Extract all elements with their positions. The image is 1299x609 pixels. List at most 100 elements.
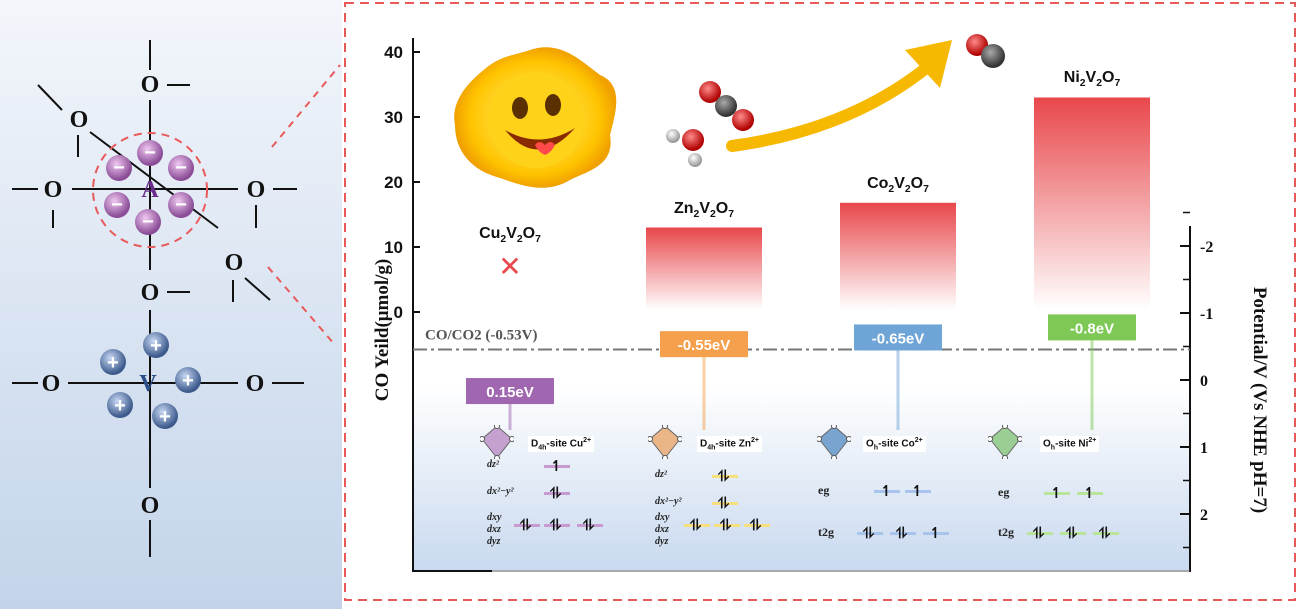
- electron-arrows: ↿: [880, 482, 893, 500]
- band-edge-box: [660, 331, 748, 358]
- negative-charge-ball: [104, 192, 130, 218]
- electron-arrows: ⥮: [720, 516, 731, 534]
- positive-charge-ball: [143, 332, 169, 358]
- orbital-label: dx²−y²: [655, 496, 682, 507]
- y-tick-label: 20: [384, 173, 403, 192]
- electron-arrows: ⥮: [690, 516, 701, 534]
- co2-h2o-molecules: [666, 81, 754, 167]
- inactive-marker: ✕: [498, 251, 521, 282]
- energy-level: [744, 524, 770, 527]
- y2-tick-label: -1: [1200, 306, 1213, 323]
- y2-tick-label: 1: [1200, 440, 1208, 457]
- plus-sign: +: [182, 370, 194, 392]
- positive-charge-ball: [152, 403, 178, 429]
- octahedron-icon: [648, 425, 682, 459]
- electron-arrows: ↿: [1083, 484, 1096, 502]
- energy-level: [857, 532, 883, 535]
- octahedron-icon: [988, 425, 1022, 459]
- y-tick-label: 40: [384, 43, 403, 62]
- y-tick-label: 0: [394, 303, 403, 322]
- energy-level: [874, 490, 900, 493]
- minus-sign: −: [175, 157, 187, 179]
- electron-arrows: ⥮: [1033, 524, 1044, 542]
- oxygen-label: O: [246, 371, 265, 397]
- oxygen-label: O: [141, 493, 160, 519]
- electron-arrows: ↿: [1050, 484, 1063, 502]
- site-title: D4h-site Cu2+: [528, 436, 595, 453]
- site-title: Oh-site Ni2+: [1040, 436, 1100, 453]
- y2-tick-label: -2: [1200, 239, 1213, 256]
- band-edge-box: [1048, 314, 1136, 341]
- compound-label: Ni2V2O7: [1064, 69, 1121, 89]
- energy-level: [714, 524, 740, 527]
- negative-charge-ball: [168, 155, 194, 181]
- bar-Co2V2O7: [840, 202, 956, 310]
- reaction-arrow: [726, 59, 936, 152]
- electron-arrows: ⥮: [520, 516, 531, 534]
- sun-illustration: [454, 47, 617, 188]
- negative-charge-ball: [168, 192, 194, 218]
- oxygen-label: O: [42, 371, 61, 397]
- electron-arrows: ⥮: [550, 484, 561, 502]
- plus-sign: +: [150, 335, 162, 357]
- minus-sign: −: [113, 157, 125, 179]
- band-edge-label: -0.55eV: [678, 337, 731, 354]
- energy-level: [1044, 492, 1070, 495]
- electron-arrows: ⥮: [718, 494, 729, 512]
- a-site-highlight-circle: [92, 132, 208, 248]
- band-edge-label: -0.65eV: [872, 330, 925, 347]
- positive-charges: + + + + +: [100, 332, 201, 429]
- co-molecule: [966, 34, 1005, 68]
- oxygen-label: O: [225, 250, 244, 276]
- energy-level: [514, 524, 540, 527]
- orbital-background: [413, 385, 1190, 570]
- orbital-label: dx²−y²: [487, 486, 514, 497]
- orbital-label: eg: [818, 483, 830, 497]
- octahedron-icon: [480, 425, 514, 459]
- plus-sign: +: [114, 395, 126, 417]
- compound-label: Cu2V2O7: [479, 225, 541, 245]
- bar-Ni2V2O7: [1034, 97, 1150, 310]
- negative-charge-ball: [135, 209, 161, 235]
- reaction-arrowhead: [905, 40, 952, 88]
- octahedron-icon: [817, 425, 851, 459]
- site-title: Oh-site Co2+: [863, 436, 926, 453]
- y-tick-label: 30: [384, 108, 403, 127]
- positive-charge-ball: [107, 392, 133, 418]
- energy-level: [923, 532, 949, 535]
- plus-sign: +: [107, 352, 119, 374]
- zoom-connector-line: [267, 266, 336, 346]
- oxygen-label: O: [44, 177, 63, 203]
- electron-arrows: ⥮: [863, 524, 874, 542]
- electron-arrows: ↿: [929, 524, 942, 542]
- electron-arrows: ⥮: [718, 467, 729, 485]
- band-edge-box: [466, 378, 554, 405]
- positive-charge-ball: [175, 367, 201, 393]
- orbital-label: t2g: [998, 525, 1014, 539]
- energy-level: [890, 532, 916, 535]
- energy-level: [1060, 532, 1086, 535]
- energy-level: [684, 524, 710, 527]
- electron-arrows: ⥮: [896, 524, 907, 542]
- energy-level: [544, 465, 570, 468]
- bar-Zn2V2O7: [646, 227, 762, 310]
- energy-level: [712, 502, 738, 505]
- electron-arrows: ⥮: [1099, 524, 1110, 542]
- orbital-label: dz²: [655, 469, 667, 480]
- orbital-label: eg: [998, 485, 1010, 499]
- band-edge-label: 0.15eV: [486, 384, 534, 401]
- v-site-label: V: [139, 371, 157, 397]
- oxygen-label: O: [247, 177, 266, 203]
- band-edge-box: [854, 324, 942, 351]
- y2-axis-label: Potential/V (Vs NHE pH=7): [1249, 287, 1270, 513]
- minus-sign: −: [175, 194, 187, 216]
- energy-level: [712, 475, 738, 478]
- electron-arrows: ⥮: [550, 516, 561, 534]
- energy-level: [1027, 532, 1053, 535]
- negative-charges: −−−−−−: [104, 140, 194, 235]
- site-title: D4h-site Zn2+: [697, 436, 762, 453]
- energy-level: [544, 524, 570, 527]
- plus-sign: +: [159, 406, 171, 428]
